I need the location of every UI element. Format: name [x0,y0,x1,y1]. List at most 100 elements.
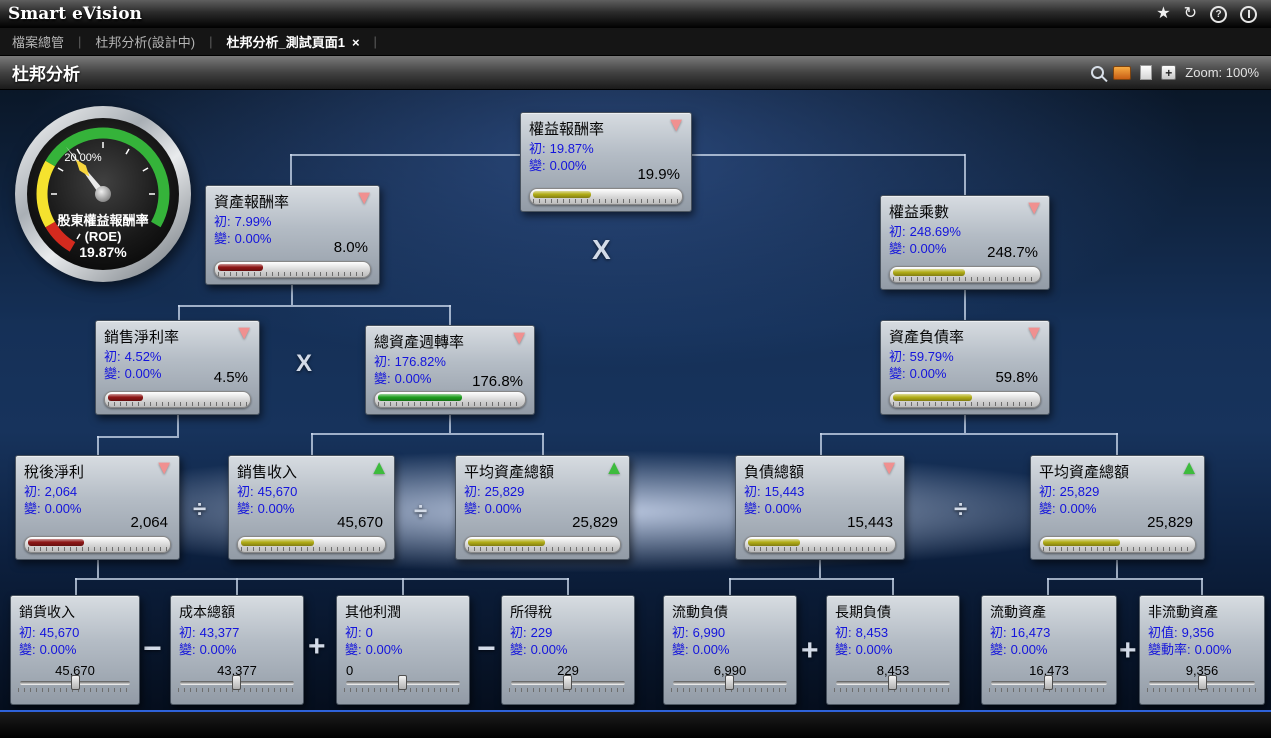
slider-thumb[interactable] [563,675,573,690]
meter-fill [893,394,973,401]
value-slider[interactable]: 0 [344,663,462,699]
init-label: 初: [510,625,527,640]
roe-gauge: 20.00% 股東權益報酬率 (ROE) 19.87% [13,104,193,289]
value-meter [889,266,1041,283]
slider-scale-ticks [178,688,296,692]
node-long-term-liabilities[interactable]: 長期負債 初:8,453 變:0.00% 8,453 [826,595,960,705]
init-value: 0 [365,625,373,640]
value-slider[interactable]: 9,356 [1147,663,1257,699]
init-label: 初: [104,349,121,364]
connector-line [97,560,99,578]
connector-line [1116,560,1118,578]
tab-dupont-design[interactable]: 杜邦分析(設計中) [95,35,196,50]
node-net-income[interactable]: 稅後淨利 ▼ 初:2,064 變:0.00% 2,064 [15,455,180,560]
node-avg-total-assets-left[interactable]: 平均資產總額 ▲ 初:25,829 變:0.00% 25,829 [455,455,630,560]
slider-track[interactable] [991,675,1107,690]
connector-line [1047,578,1203,580]
tab-dupont-test-page[interactable]: 杜邦分析_測試頁面1× [226,32,359,51]
node-sales-revenue[interactable]: 銷售收入 ▲ 初:45,670 變:0.00% 45,670 [228,455,395,560]
node-return-on-assets[interactable]: 資產報酬率 ▼ 初:7.99% 變:0.00% 8.0% [205,185,380,285]
connector-line [729,578,894,580]
slider-thumb[interactable] [398,675,408,690]
change-value: 0.00% [1194,642,1232,657]
node-non-current-assets[interactable]: 非流動資產 初值:9,356 變動率:0.00% 9,356 [1139,595,1265,705]
node-net-profit-margin[interactable]: 銷售淨利率 ▼ 初:4.52% 變:0.00% 4.5% [95,320,260,415]
change-value: 0.00% [1010,642,1048,657]
gauge-color-arcs [36,127,170,261]
node-equity-multiplier[interactable]: 權益乘數 ▼ 初:248.69% 變:0.00% 248.7% [880,195,1050,290]
tab-bar: 檔案總管 | 杜邦分析(設計中) | 杜邦分析_測試頁面1× | [0,28,1271,56]
slider-thumb[interactable] [70,675,80,690]
page-title: 杜邦分析 [12,65,80,84]
init-value: 15,443 [764,484,805,499]
change-label: 變: [345,642,362,657]
change-label: 變: [744,501,761,516]
slider-track[interactable] [836,675,950,690]
init-label: 初: [744,484,761,499]
change-label: 變: [990,642,1007,657]
slider-thumb[interactable] [1197,675,1207,690]
value-slider[interactable]: 6,990 [671,663,789,699]
slider-scale-ticks [18,688,132,692]
node-roe[interactable]: 權益報酬率 ▼ 初:19.87% 變:0.00% 19.9% [520,112,692,212]
change-label: 變: [889,241,906,256]
presentation-icon[interactable] [1113,65,1132,80]
value-slider[interactable]: 43,377 [178,663,296,699]
node-debt-ratio[interactable]: 資產負債率 ▼ 初:59.79% 變:0.00% 59.8% [880,320,1050,415]
slider-track[interactable] [511,675,625,690]
slider-track[interactable] [1149,675,1255,690]
arrow-down-icon: ▼ [154,457,174,479]
slider-thumb[interactable] [888,675,898,690]
node-title: 總資產週轉率 [374,334,465,351]
connector-line [75,578,569,580]
node-sales-income[interactable]: 銷貨收入 初:45,670 變:0.00% 45,670 [10,595,140,705]
slider-value: 9,356 [1185,663,1219,678]
tab-file-explorer[interactable]: 檔案總管 [12,35,65,50]
arrow-down-icon: ▼ [1024,197,1044,219]
zoom-in-button[interactable]: + [1161,65,1177,80]
node-current-assets[interactable]: 流動資產 初:16,473 變:0.00% 16,473 [981,595,1117,705]
slider-scale-ticks [834,688,952,692]
refresh-icon[interactable]: ↻ [1183,5,1197,22]
meter-scale-ticks [1043,547,1192,551]
init-value: 248.69% [909,224,961,239]
connector-line [964,415,966,433]
slider-track[interactable] [180,675,294,690]
close-tab-icon[interactable]: × [351,35,360,50]
help-icon[interactable]: ? [1210,5,1227,23]
document-icon[interactable] [1140,65,1153,80]
node-avg-total-assets-right[interactable]: 平均資產總額 ▲ 初:25,829 變:0.00% 25,829 [1030,455,1205,560]
arrow-down-icon: ▼ [509,327,529,349]
power-icon[interactable] [1240,5,1257,23]
node-total-cost[interactable]: 成本總額 初:43,377 變:0.00% 43,377 [170,595,304,705]
value-slider[interactable]: 8,453 [834,663,952,699]
change-value: 0.00% [39,642,77,657]
value-slider[interactable]: 45,670 [18,663,132,699]
slider-track[interactable] [346,675,460,690]
slider-thumb[interactable] [1044,675,1054,690]
value-slider[interactable]: 229 [509,663,627,699]
meter-fill [218,264,263,271]
node-asset-turnover[interactable]: 總資產週轉率 ▼ 初:176.82% 變:0.00% 176.8% [365,325,535,415]
node-title: 資產報酬率 [214,194,290,211]
node-total-liabilities[interactable]: 負債總額 ▼ 初:15,443 變:0.00% 15,443 [735,455,905,560]
slider-track[interactable] [20,675,130,690]
node-income-tax[interactable]: 所得稅 初:229 變:0.00% 229 [501,595,635,705]
favorites-star-icon[interactable]: ★ [1156,5,1171,22]
slider-track[interactable] [673,675,787,690]
node-current-liabilities[interactable]: 流動負債 初:6,990 變:0.00% 6,990 [663,595,797,705]
slider-thumb[interactable] [232,675,242,690]
connector-line [236,578,238,595]
slider-thumb[interactable] [725,675,735,690]
change-value: 0.00% [530,642,568,657]
value-slider[interactable]: 16,473 [989,663,1109,699]
value-meter [744,536,896,553]
connector-line [311,433,544,435]
init-value: 45,670 [39,625,80,640]
init-label: 初: [179,625,196,640]
zoom-search-icon[interactable] [1091,66,1105,79]
node-other-profit[interactable]: 其他利潤 初:0 變:0.00% 0 [336,595,470,705]
meter-scale-ticks [108,402,247,406]
change-value: 0.00% [234,231,272,246]
change-value: 0.00% [199,642,237,657]
